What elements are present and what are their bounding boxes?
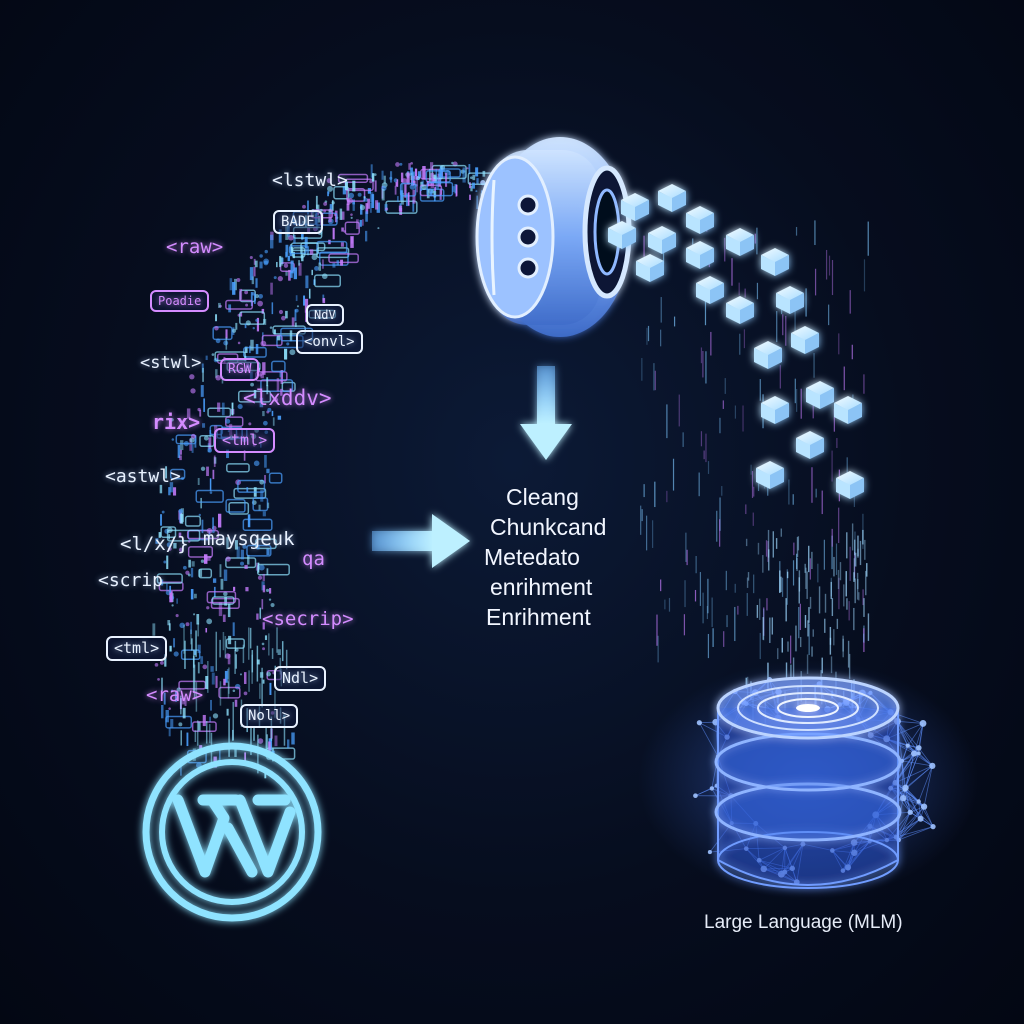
chunk-cube-icon [608, 221, 636, 249]
chunk-cubes [608, 184, 870, 724]
code-tag: <astwl> [105, 466, 181, 487]
process-step: Chunkcand [490, 514, 607, 540]
chunk-cube-icon [696, 276, 724, 304]
code-tag: <lstwl> [272, 170, 348, 191]
chunk-cube-icon [754, 341, 782, 369]
process-steps-label: Cleang Chunkcand Metedato enrihment Enri… [478, 482, 628, 632]
chunk-cube-icon [648, 226, 676, 254]
code-tag: <l/x/} [120, 533, 189, 555]
wordpress-logo-icon [142, 742, 322, 922]
model-label: Large Language (MLM) [704, 912, 903, 933]
code-tag: <tml> [106, 636, 168, 661]
chunk-cube-icon [791, 326, 819, 354]
chunk-cube-icon [658, 184, 686, 212]
code-tag: maysgeuk [203, 528, 295, 550]
chunk-cube-icon [726, 296, 754, 324]
code-tag: qa [302, 548, 325, 570]
code-tag: Poadie [150, 290, 210, 312]
database-cylinder-icon [638, 660, 978, 900]
down-arrow-icon [520, 366, 572, 460]
chunk-cube-icon [756, 461, 784, 489]
chunk-cube-icon [621, 193, 649, 221]
process-step: Cleang [506, 484, 579, 510]
code-tag: Noll> [240, 704, 299, 728]
process-step: Enrihment [486, 604, 591, 630]
code-tag: <scrip [98, 570, 164, 591]
processing-ring-icon [475, 137, 632, 337]
code-tag: <raw> [166, 236, 224, 258]
chunk-cube-icon [761, 248, 789, 276]
code-tag: NdV [306, 304, 344, 326]
code-tag: RGW [220, 358, 260, 381]
chunk-cube-icon [776, 286, 804, 314]
code-tag: <raw> [146, 684, 204, 706]
chunk-cube-icon [636, 254, 664, 282]
chunk-cube-icon [726, 228, 754, 256]
process-step: enrihment [490, 574, 593, 600]
code-tag: <onvl> [296, 330, 363, 354]
process-step: Metedato [484, 544, 580, 570]
code-tag: BADE [273, 210, 323, 234]
chunk-cube-icon [686, 206, 714, 234]
code-stream [152, 161, 507, 779]
chunk-cube-icon [686, 241, 714, 269]
code-tag: <stwl> [140, 353, 202, 373]
chunk-cube-icon [806, 381, 834, 409]
code-tag: <secrip> [262, 608, 354, 630]
chunk-cube-icon [836, 471, 864, 499]
code-tag: <lxddv> [243, 386, 332, 410]
chunk-cube-icon [796, 431, 824, 459]
right-arrow-icon [372, 514, 470, 568]
code-tag: Ndl> [274, 666, 327, 691]
code-tag: rix> [152, 410, 201, 434]
chunk-cube-icon [761, 396, 789, 424]
chunk-cube-icon [834, 396, 862, 424]
code-tag: <tml> [214, 428, 276, 453]
